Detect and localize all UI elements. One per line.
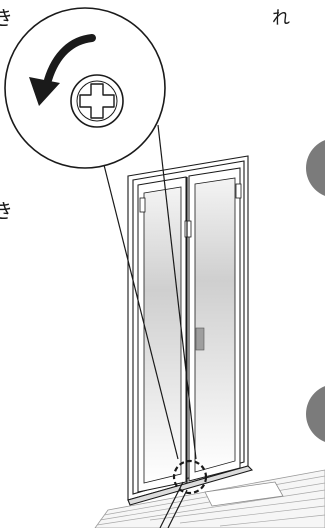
step-badge-1 <box>306 140 325 196</box>
left-door-panel <box>137 176 187 493</box>
magnifier-leader <box>103 124 197 528</box>
detail-highlight-circle <box>172 459 208 495</box>
door-latch <box>184 220 192 238</box>
door-handle <box>195 327 205 351</box>
counterclockwise-arrow-icon <box>29 34 96 106</box>
text-fragment-right-top: れ <box>272 8 290 29</box>
text-fragment-left-middle: き <box>0 199 13 223</box>
step-badge-2 <box>306 386 325 442</box>
phillips-screw-icon <box>70 74 124 128</box>
magnifier-callout <box>4 7 166 169</box>
text-fragment-left-top: き <box>0 6 13 30</box>
right-door-panel <box>184 167 242 482</box>
step-badges <box>306 140 325 442</box>
floor <box>94 469 325 528</box>
bath-mat <box>204 481 284 507</box>
